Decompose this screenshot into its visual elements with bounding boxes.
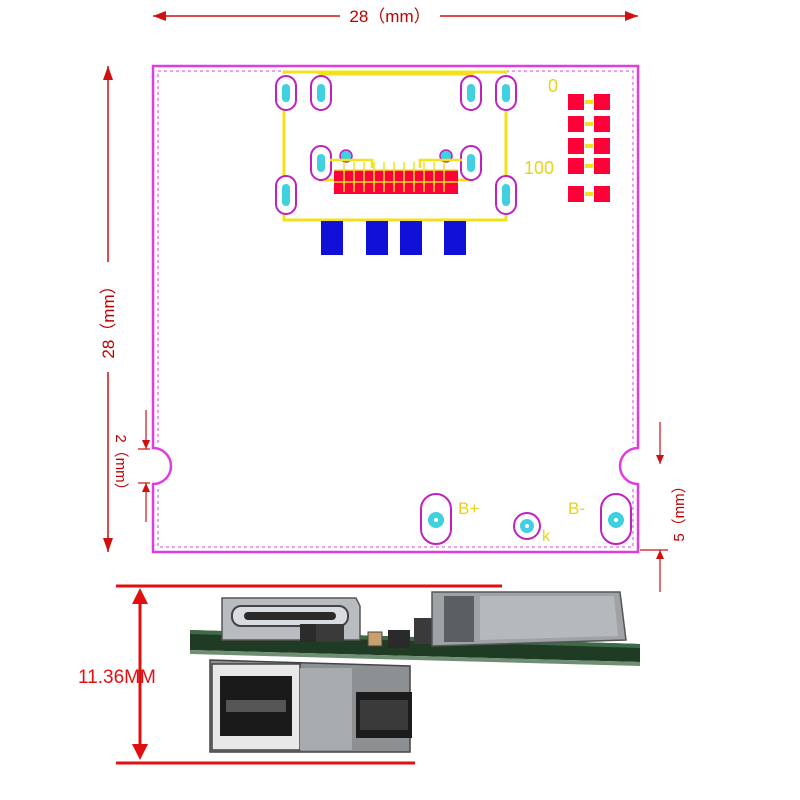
oval-pad: [460, 75, 482, 111]
battery-plus-pad: [420, 493, 452, 545]
notch-right-dimension: [640, 422, 668, 592]
notch-left-label: 2（mm）: [112, 434, 129, 497]
silk-label-b-plus: B+: [458, 499, 479, 518]
oval-pad: [275, 175, 297, 215]
width-label: 28（mm）: [349, 7, 430, 26]
silk-label-0: 0: [548, 76, 558, 96]
thickness-label: 11.36MM: [78, 667, 156, 688]
key-pad: [513, 512, 541, 540]
notch-right-label: 5（mm）: [671, 478, 688, 541]
height-dimension: [103, 66, 113, 552]
smd-pad: [400, 221, 422, 255]
oval-pad: [495, 175, 517, 215]
oval-pad: [310, 145, 332, 181]
silk-label-k: k: [542, 528, 551, 545]
smd-pad: [444, 221, 466, 255]
height-label: 28（mm）: [99, 277, 118, 358]
notch-left-dimension: [138, 410, 150, 522]
resistor-pad-matrix: [568, 94, 610, 202]
oval-pad: [275, 75, 297, 111]
oval-pad: [460, 145, 482, 181]
silk-label-100: 100: [524, 158, 554, 178]
signal-pad-dividers: [334, 162, 458, 192]
smd-pad: [321, 221, 343, 255]
silk-label-b-minus: B-: [568, 499, 585, 518]
usb-c-footprint: [262, 70, 532, 224]
battery-minus-pad: [600, 493, 632, 545]
oval-pad: [495, 75, 517, 111]
width-dimension: [153, 11, 638, 21]
blue-smd-pads: [321, 221, 466, 255]
pcb-side-view-icon: [116, 584, 640, 765]
resistor-pad-links: [585, 100, 593, 196]
smd-pad: [366, 221, 388, 255]
oval-pad: [310, 75, 332, 111]
